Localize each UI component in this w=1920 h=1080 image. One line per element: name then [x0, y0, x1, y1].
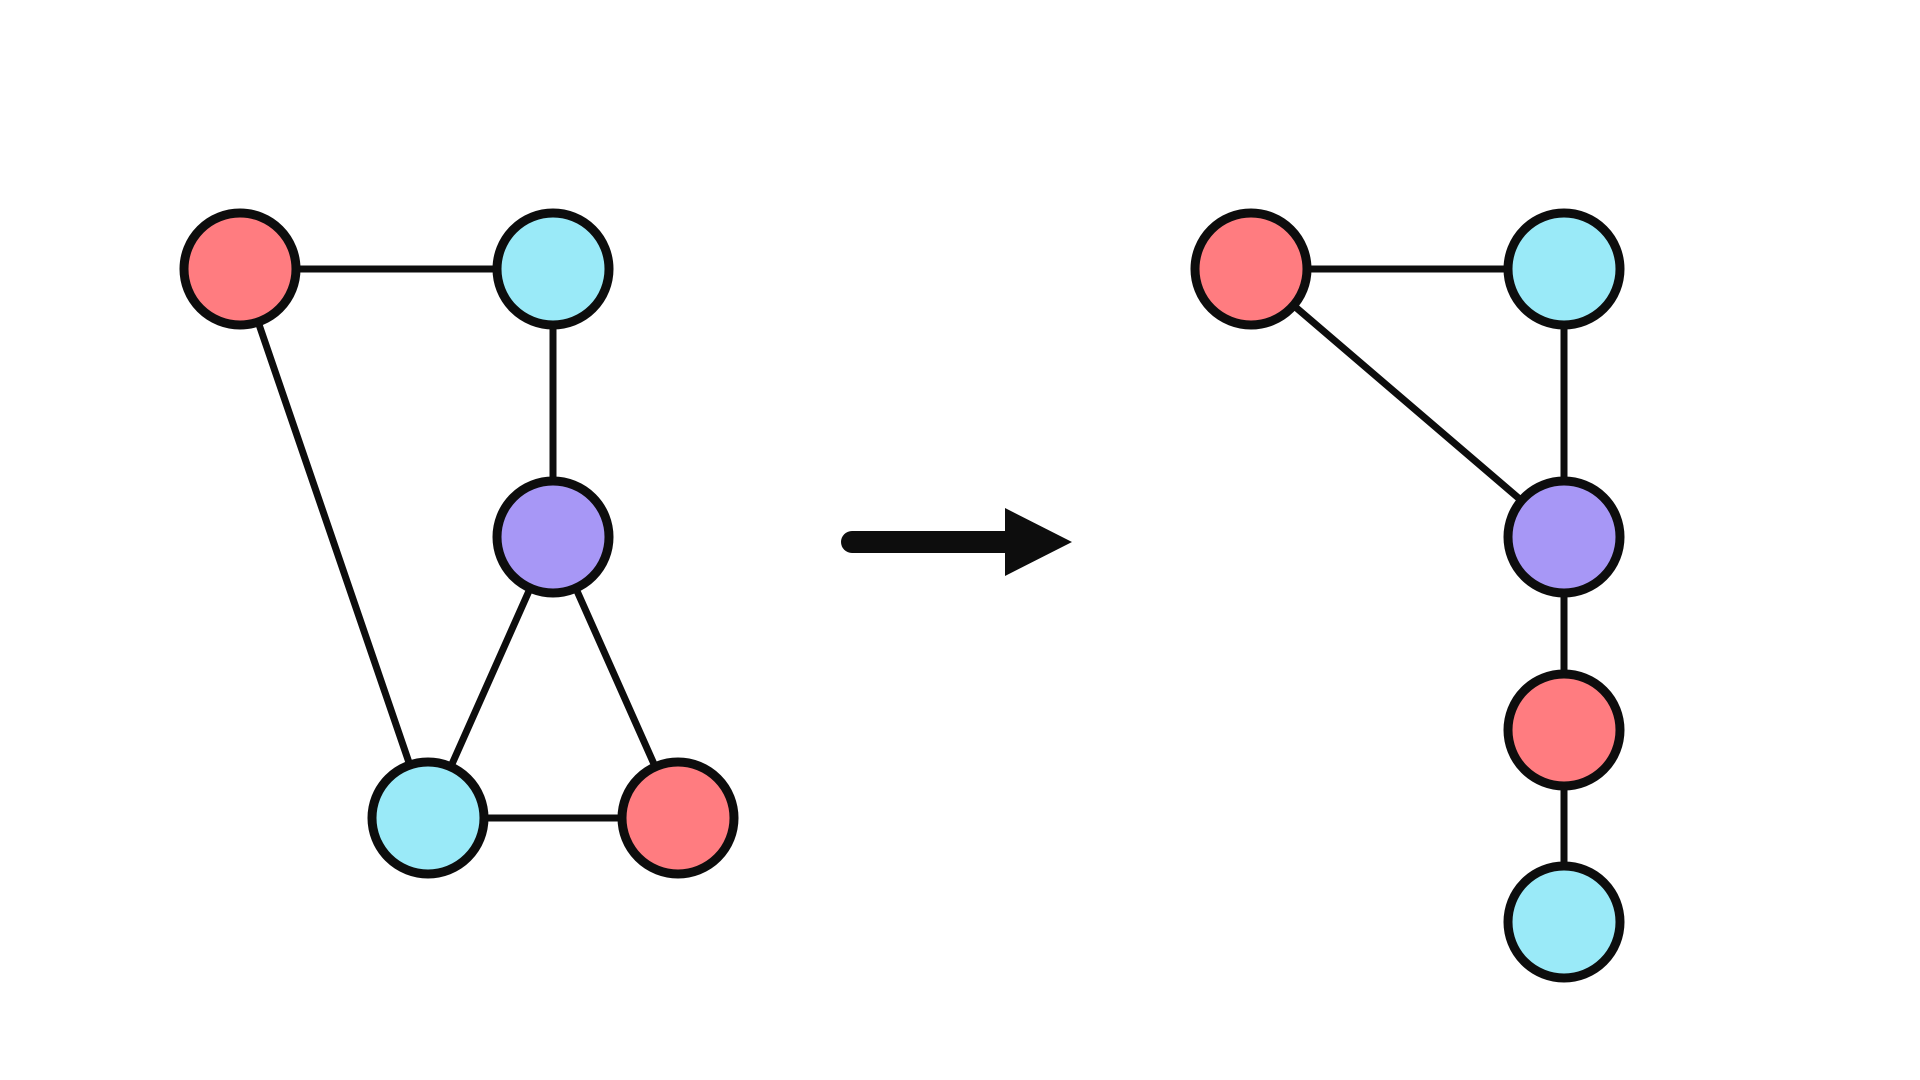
node-after-a-red [1190, 208, 1312, 330]
node-after-b-cyan [1503, 208, 1625, 330]
node-before-d-cyan [367, 757, 489, 879]
graph-after [1190, 208, 1625, 983]
arrow-right-icon [841, 508, 1072, 576]
node-after-e-cyan [1503, 861, 1625, 983]
node-before-a-red [179, 208, 301, 330]
node-after-c-purple [1503, 476, 1625, 598]
node-before-b-cyan [492, 208, 614, 330]
node-before-c-purple [492, 476, 614, 598]
node-after-d-red [1503, 669, 1625, 791]
node-before-e-red [617, 757, 739, 879]
edge-before-a-d [236, 265, 432, 822]
graph-before [179, 208, 739, 879]
edge-after-a-c [1247, 265, 1568, 541]
